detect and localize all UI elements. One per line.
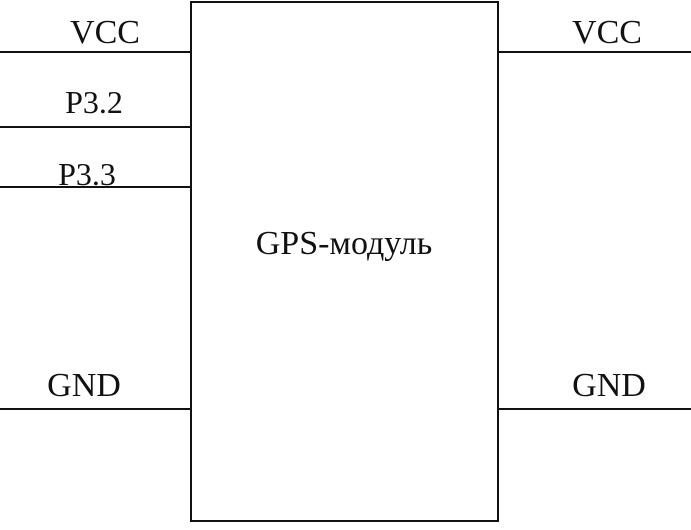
left-pin-p33-label: P3.3	[58, 156, 116, 192]
right-pin-vcc-label: VCC	[572, 14, 642, 51]
left-pin-p32-label: P3.2	[65, 84, 123, 120]
left-pin-gnd-label: GND	[47, 367, 121, 404]
module-box	[190, 1, 499, 522]
right-pin-gnd-label: GND	[572, 367, 646, 404]
left-pin-vcc-label: VCC	[70, 14, 140, 51]
module-label: GPS-модуль	[256, 225, 433, 262]
